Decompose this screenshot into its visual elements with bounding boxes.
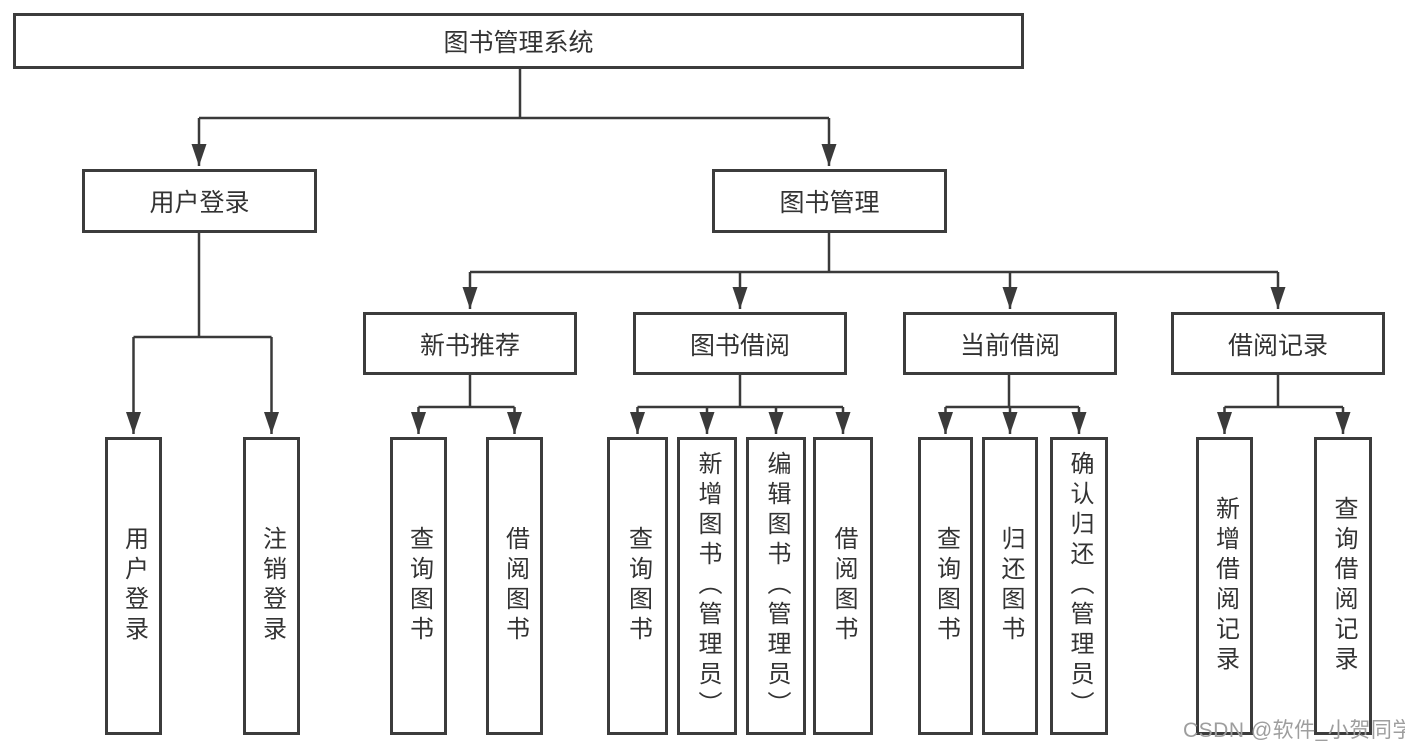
- node-label: 新书推荐: [419, 331, 520, 360]
- leaf-query-books-2: 查询图书: [607, 437, 668, 735]
- node-book-management: 图书管理: [712, 169, 947, 233]
- leaf-query-borrow-record: 查询借阅记录: [1314, 437, 1372, 735]
- leaf-user-login: 用户登录: [105, 437, 162, 735]
- node-label: 用户登录: [120, 526, 148, 646]
- node-label: 当前借阅: [959, 331, 1060, 360]
- node-label: 借阅记录: [1227, 331, 1328, 360]
- leaf-add-borrow-record: 新增借阅记录: [1196, 437, 1253, 735]
- leaf-query-books-1: 查询图书: [390, 437, 447, 735]
- node-label: 确认归还（管理员）: [1066, 451, 1093, 721]
- connector-root-stem: [133, 69, 1343, 409]
- leaf-confirm-return-admin: 确认归还（管理员）: [1050, 437, 1108, 735]
- node-label: 查询图书: [624, 526, 652, 646]
- node-label: 新增图书（管理员）: [694, 451, 721, 721]
- leaf-add-book-admin: 新增图书（管理员）: [677, 437, 737, 735]
- leaf-edit-book-admin: 编辑图书（管理员）: [746, 437, 806, 735]
- node-library-management-system: 图书管理系统: [13, 13, 1024, 69]
- node-label: 借阅图书: [501, 526, 529, 646]
- node-label: 查询图书: [932, 526, 960, 646]
- node-new-book-recommend: 新书推荐: [363, 312, 577, 375]
- leaf-borrow-books-1: 借阅图书: [486, 437, 543, 735]
- node-label: 图书管理系统: [443, 29, 594, 57]
- node-borrow-records: 借阅记录: [1171, 312, 1385, 375]
- node-label: 查询图书: [405, 526, 433, 646]
- node-label: 借阅图书: [830, 526, 857, 646]
- leaf-return-book: 归还图书: [982, 437, 1038, 735]
- node-label: 用户登录: [149, 189, 250, 217]
- node-label: 编辑图书（管理员）: [763, 451, 790, 721]
- watermark: CSDN @软件_小贺同学: [1183, 719, 1405, 742]
- node-label: 新增借阅记录: [1211, 496, 1239, 676]
- node-label: 注销登录: [258, 526, 286, 646]
- leaf-logout: 注销登录: [243, 437, 300, 735]
- node-label: 图书管理: [779, 189, 880, 217]
- node-label: 查询借阅记录: [1330, 496, 1357, 676]
- node-label: 图书借阅: [689, 331, 790, 360]
- leaf-borrow-books-2: 借阅图书: [813, 437, 873, 735]
- node-label: 归还图书: [997, 526, 1024, 646]
- node-book-borrow: 图书借阅: [633, 312, 847, 375]
- node-user-login: 用户登录: [82, 169, 317, 233]
- node-current-borrow: 当前借阅: [903, 312, 1117, 375]
- leaf-query-books-3: 查询图书: [918, 437, 973, 735]
